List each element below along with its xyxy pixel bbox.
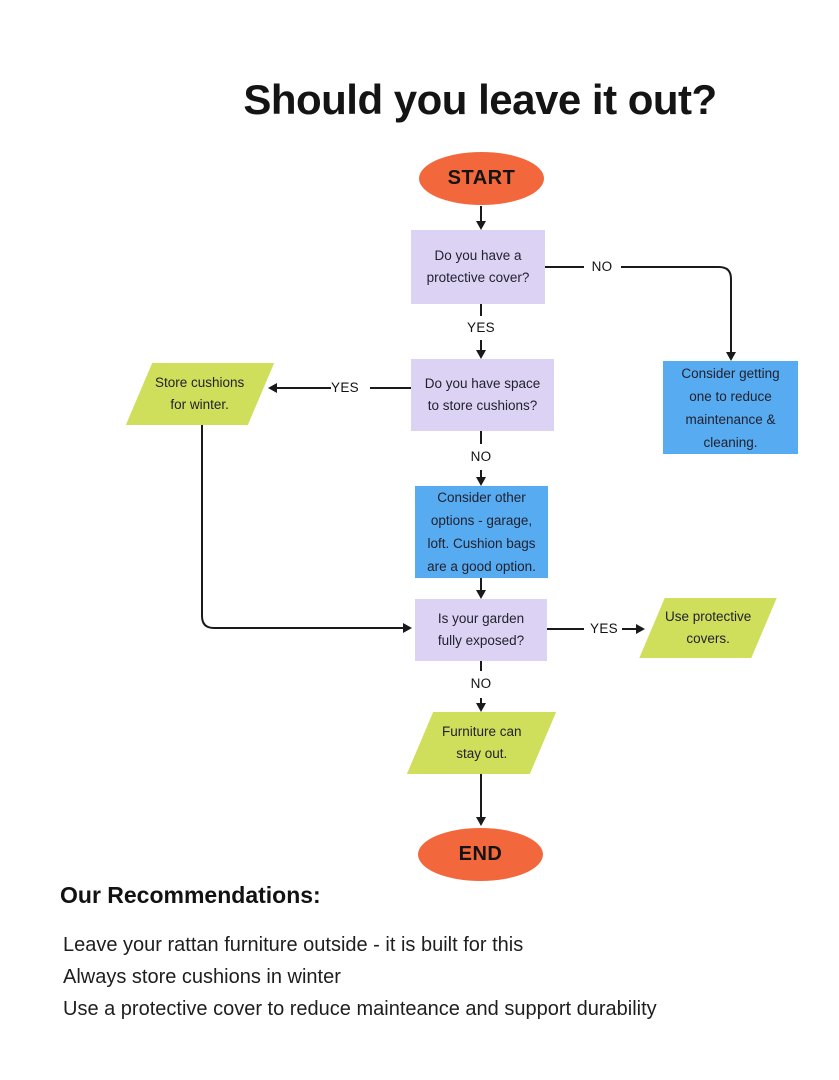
node-text: Use protective covers. xyxy=(664,609,752,646)
edge-label-space-no: NO xyxy=(470,449,492,464)
node-text: Store cushions for winter. xyxy=(155,375,245,412)
node-text: Do you have a protective cover? xyxy=(426,248,530,285)
node-text: Consider other options - garage, loft. C… xyxy=(427,490,536,574)
node-text: Furniture can stay out. xyxy=(441,724,522,761)
node-protective-cover-question: Do you have a protective cover? xyxy=(411,230,545,304)
start-terminal: START xyxy=(419,152,544,205)
node-furniture-stay-out: Furniture can stay out. xyxy=(406,712,557,774)
node-consider-other-options: Consider other options - garage, loft. C… xyxy=(415,486,548,578)
recommendations-list: Leave your rattan furniture outside - it… xyxy=(63,929,803,1025)
node-text: Do you have space to store cushions? xyxy=(424,376,541,413)
node-text: Is your garden fully exposed? xyxy=(437,611,525,648)
edge-label-cover-no: NO xyxy=(591,259,613,274)
recommendation-item: Use a protective cover to reduce maintea… xyxy=(63,998,657,1020)
node-garden-exposed-question: Is your garden fully exposed? xyxy=(415,599,547,661)
edge-label-exposed-no: NO xyxy=(470,676,492,691)
node-consider-getting-cover: Consider getting one to reduce maintenan… xyxy=(663,361,798,454)
recommendation-item: Always store cushions in winter xyxy=(63,966,341,988)
edge-label-cover-yes: YES xyxy=(467,320,495,335)
recommendations-heading: Our Recommendations: xyxy=(60,882,321,908)
edge-label-exposed-yes: YES xyxy=(590,621,618,636)
node-space-for-cushions-question: Do you have space to store cushions? xyxy=(411,359,554,431)
recommendation-item: Leave your rattan furniture outside - it… xyxy=(63,934,524,956)
end-label: END xyxy=(458,843,503,865)
node-text: Consider getting one to reduce maintenan… xyxy=(681,365,780,450)
start-label: START xyxy=(447,167,516,189)
page-title: Should you leave it out? xyxy=(243,76,717,123)
end-terminal: END xyxy=(418,828,543,881)
edge-label-space-yes: YES xyxy=(331,380,359,395)
